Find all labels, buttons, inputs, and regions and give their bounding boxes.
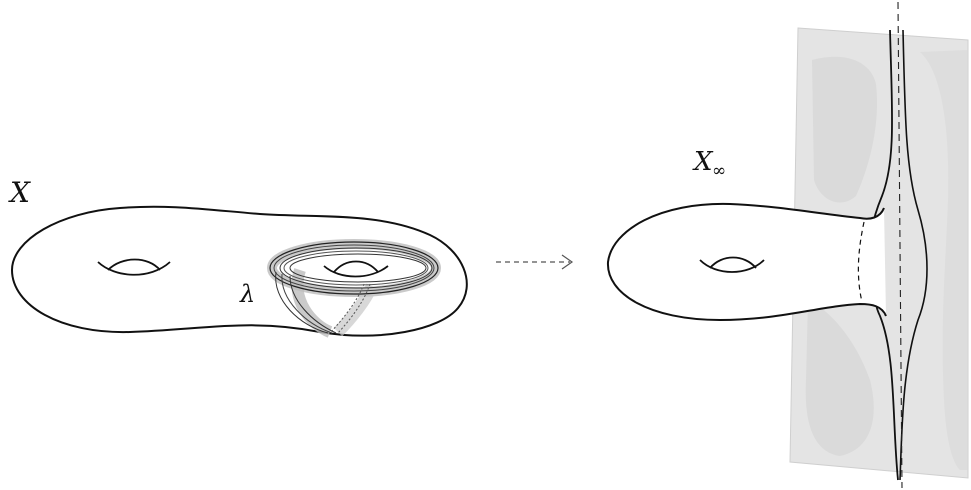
surface-x-infinity xyxy=(606,202,887,322)
limit-surface-label: X xyxy=(692,147,714,177)
x-infinity-handle xyxy=(699,256,765,273)
limit-surface-subscript: ∞ xyxy=(712,161,726,181)
dashed-arrow xyxy=(496,254,574,270)
right-handle xyxy=(323,260,389,278)
left-handle xyxy=(97,258,171,276)
vertical-plane xyxy=(789,27,969,479)
dashed-axis xyxy=(897,1,903,489)
lamination-label: λ xyxy=(239,280,255,308)
surface-x-outline xyxy=(10,205,468,337)
surface-label: X xyxy=(8,176,31,209)
lamination-lambda xyxy=(267,239,441,338)
surface-x-infinity-outline xyxy=(606,202,887,322)
surface-x xyxy=(10,205,468,337)
